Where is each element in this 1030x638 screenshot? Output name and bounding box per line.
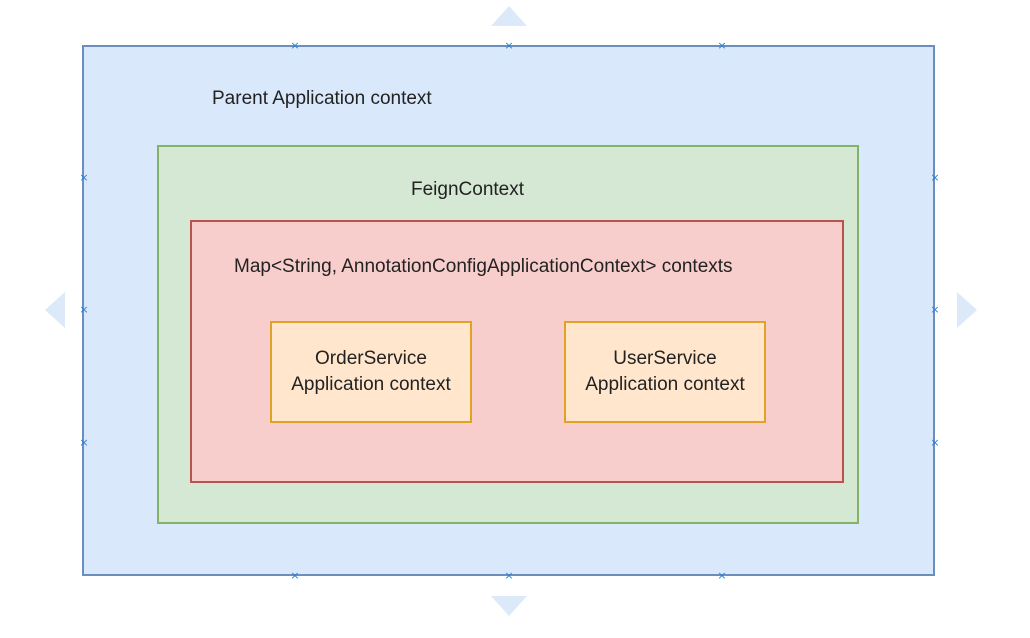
contexts-map-label: Map<String, AnnotationConfigApplicationC… xyxy=(234,256,733,277)
user-service-subtitle: Application context xyxy=(585,374,745,395)
resize-handle-left-2[interactable]: × xyxy=(79,303,89,316)
resize-handle-left-3[interactable]: × xyxy=(79,436,89,449)
connect-arrow-right-icon[interactable] xyxy=(957,292,977,328)
resize-handle-right-3[interactable]: × xyxy=(930,436,940,449)
resize-handle-top-3[interactable]: × xyxy=(717,39,727,52)
parent-application-context-label: Parent Application context xyxy=(212,88,432,109)
resize-handle-left-1[interactable]: × xyxy=(79,171,89,184)
resize-handle-bottom-1[interactable]: × xyxy=(290,569,300,582)
order-service-name: OrderService xyxy=(315,348,427,369)
connect-arrow-left-icon[interactable] xyxy=(45,292,65,328)
resize-handle-right-2[interactable]: × xyxy=(930,303,940,316)
resize-handle-right-1[interactable]: × xyxy=(930,171,940,184)
resize-handle-bottom-2[interactable]: × xyxy=(504,569,514,582)
user-service-name: UserService xyxy=(613,348,717,369)
resize-handle-top-1[interactable]: × xyxy=(290,39,300,52)
feign-context-label: FeignContext xyxy=(411,179,525,200)
order-service-context-box[interactable]: OrderService Application context xyxy=(270,321,472,423)
resize-handle-top-2[interactable]: × xyxy=(504,39,514,52)
resize-handle-bottom-3[interactable]: × xyxy=(717,569,727,582)
connect-arrow-down-icon[interactable] xyxy=(491,596,527,616)
user-service-context-box[interactable]: UserService Application context xyxy=(564,321,766,423)
connect-arrow-up-icon[interactable] xyxy=(491,6,527,26)
order-service-subtitle: Application context xyxy=(291,374,451,395)
